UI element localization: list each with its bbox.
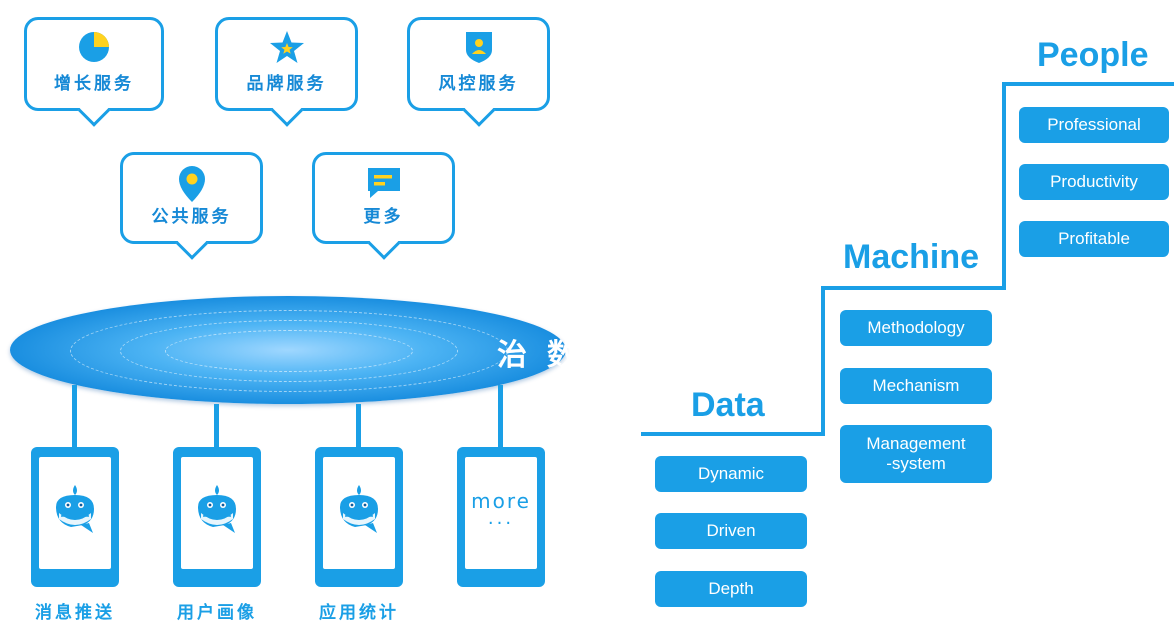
stair-line [641, 432, 824, 436]
whale-mascot-icon [195, 483, 239, 539]
whale-mascot-icon [337, 483, 381, 539]
device-screen [323, 457, 395, 569]
more-dots: ··· [487, 513, 515, 534]
device-label: 应用统计 [319, 603, 399, 623]
service-label: 风控服务 [438, 74, 519, 94]
device-label: 消息推送 [35, 603, 115, 623]
location-pin-icon [177, 165, 207, 207]
stair-line [1002, 82, 1174, 86]
service-card-public: 公共服务 [120, 152, 263, 244]
device-label: 用户画像 [177, 603, 257, 623]
connector-line [214, 404, 219, 448]
service-card-risk: 风控服务 [407, 17, 550, 111]
service-label: 更多 [363, 207, 404, 227]
platform-ring [165, 330, 413, 372]
people-item: Profitable [1019, 221, 1169, 257]
service-card-growth: 增长服务 [24, 17, 164, 111]
service-label: 公共服务 [151, 207, 232, 227]
data-item: Depth [655, 571, 807, 607]
platform-title: 治数平台 [497, 338, 697, 373]
connector-line [356, 404, 361, 448]
machine-item: Management -system [840, 425, 992, 483]
service-card-more: 更多 [312, 152, 455, 244]
connector-line [498, 385, 503, 448]
pie-chart-icon [77, 30, 111, 68]
device-phone-more: more ··· [457, 447, 545, 587]
heading-machine: Machine [843, 238, 980, 276]
device-screen [181, 457, 253, 569]
whale-mascot-icon [53, 483, 97, 539]
stair-line [821, 286, 1005, 290]
connector-line [72, 385, 77, 448]
star-icon [269, 30, 305, 68]
people-item: Professional [1019, 107, 1169, 143]
more-text: more [471, 489, 531, 513]
stair-line [1002, 82, 1006, 290]
device-phone [31, 447, 119, 587]
machine-item: Mechanism [840, 368, 992, 404]
device-screen [39, 457, 111, 569]
machine-item: Methodology [840, 310, 992, 346]
platform-ring [120, 320, 458, 382]
message-icon [366, 165, 402, 205]
device-phone [173, 447, 261, 587]
people-item: Productivity [1019, 164, 1169, 200]
device-screen: more ··· [465, 457, 537, 569]
stair-line [821, 286, 825, 436]
shield-user-icon [464, 30, 494, 68]
platform-ring [70, 310, 508, 392]
service-label: 品牌服务 [246, 74, 327, 94]
service-card-brand: 品牌服务 [215, 17, 358, 111]
heading-people: People [1037, 36, 1149, 74]
service-label: 增长服务 [54, 74, 134, 94]
device-phone [315, 447, 403, 587]
heading-data: Data [691, 386, 765, 424]
data-item: Driven [655, 513, 807, 549]
data-item: Dynamic [655, 456, 807, 492]
